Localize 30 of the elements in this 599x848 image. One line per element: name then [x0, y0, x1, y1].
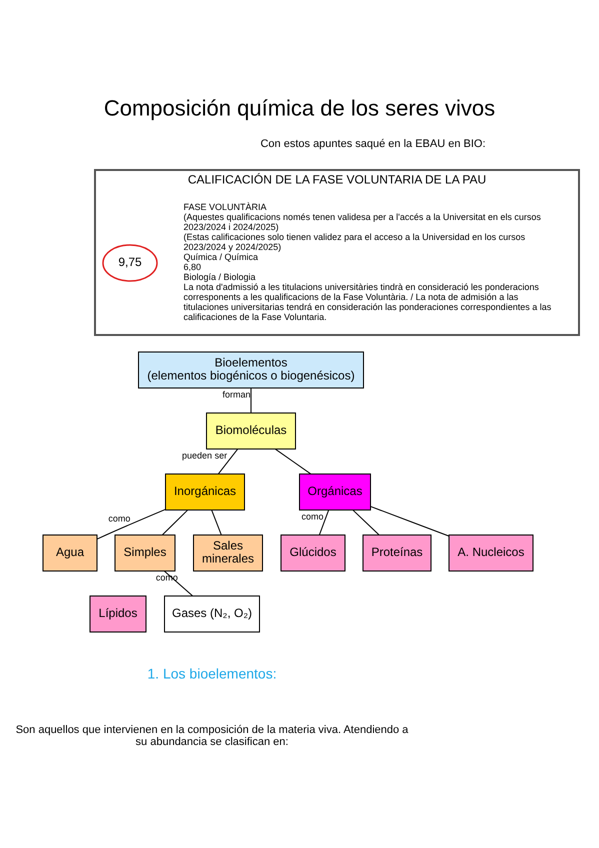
connector: [318, 510, 330, 536]
connector: [352, 510, 380, 536]
connector: [274, 448, 312, 474]
connector: [162, 510, 188, 536]
node-box: Bioelementos (elementos biogénicos o biogenésicos): [138, 352, 364, 388]
node-box: Biomoléculas: [206, 412, 296, 450]
edge-label: forman: [222, 390, 251, 400]
diagram-title: Composición química de los seres vivos: [104, 96, 496, 121]
label: 1. Los bioelementos:: [147, 666, 277, 682]
node-box: A. Nucleicos: [448, 534, 534, 572]
connector: [250, 388, 252, 414]
connector: [96, 508, 166, 540]
connector: [211, 510, 222, 536]
node-box: Agua: [42, 534, 98, 572]
edge-label: como: [302, 512, 324, 522]
edge-label: pueden ser: [182, 450, 228, 461]
node-box: Simples: [114, 534, 176, 572]
connector: [370, 506, 450, 536]
node-box: Lípidos: [90, 596, 146, 632]
connector: [218, 448, 238, 474]
node-box: Orgánicas: [299, 474, 371, 510]
node-box: Inorgánicas: [165, 474, 245, 510]
label: Con estos apuntes saqué en la EBAU en BIO:: [260, 138, 486, 150]
node-box: Sales minerales: [193, 534, 263, 572]
node-box: Gases (N₂, O₂): [164, 596, 260, 632]
node-ellipse: 9,75: [102, 244, 158, 282]
label: Son aquellos que intervienen en la composición de la materia viva. Atendiendo a su abundancia se clasifican en:: [16, 724, 408, 748]
node-box: Proteínas: [362, 534, 432, 572]
node-box: Glúcidos: [280, 534, 346, 572]
edge-label: como: [108, 513, 130, 524]
